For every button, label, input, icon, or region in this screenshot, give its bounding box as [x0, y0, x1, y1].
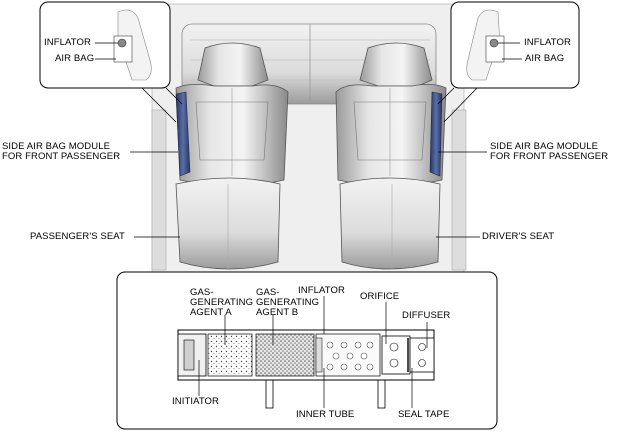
initiator-label: INITIATOR	[172, 396, 219, 407]
side-airbag-module-label-right: SIDE AIR BAG MODULE FOR FRONT PASSENGER	[490, 141, 609, 162]
detail-leader-lines	[198, 296, 428, 408]
air-bag-label-right: AIR BAG	[525, 53, 565, 64]
air-bag-label-left: AIR BAG	[55, 53, 95, 64]
side-airbag-module-label-left: SIDE AIR BAG MODULE FOR FRONT PASSENGER	[2, 141, 121, 162]
inflator-label-left: INFLATOR	[44, 37, 91, 48]
passengers-seat-label: PASSENGER'S SEAT	[30, 231, 125, 242]
inflator-detail-label: INFLATOR	[298, 285, 345, 296]
driver-seat-graphic	[335, 42, 447, 270]
leader-lines	[130, 151, 487, 238]
orifice-label: ORIFICE	[360, 291, 400, 302]
inflator-label-right: INFLATOR	[524, 37, 571, 48]
gas-generating-agent-b-label: GAS- GENERATING AGENT B	[256, 287, 320, 318]
passenger-seat-graphic	[175, 42, 289, 270]
drivers-seat-label: DRIVER'S SEAT	[482, 231, 555, 242]
left-inset-callout	[39, 1, 183, 123]
diffuser-label: DIFFUSER	[402, 310, 451, 321]
inner-tube-label: INNER TUBE	[296, 409, 355, 420]
inflator-detail-box	[116, 271, 498, 430]
gas-generating-agent-a-label: GAS- GENERATING AGENT A	[190, 287, 254, 318]
seal-tape-label: SEAL TAPE	[398, 409, 450, 420]
right-inset-callout	[437, 1, 580, 123]
